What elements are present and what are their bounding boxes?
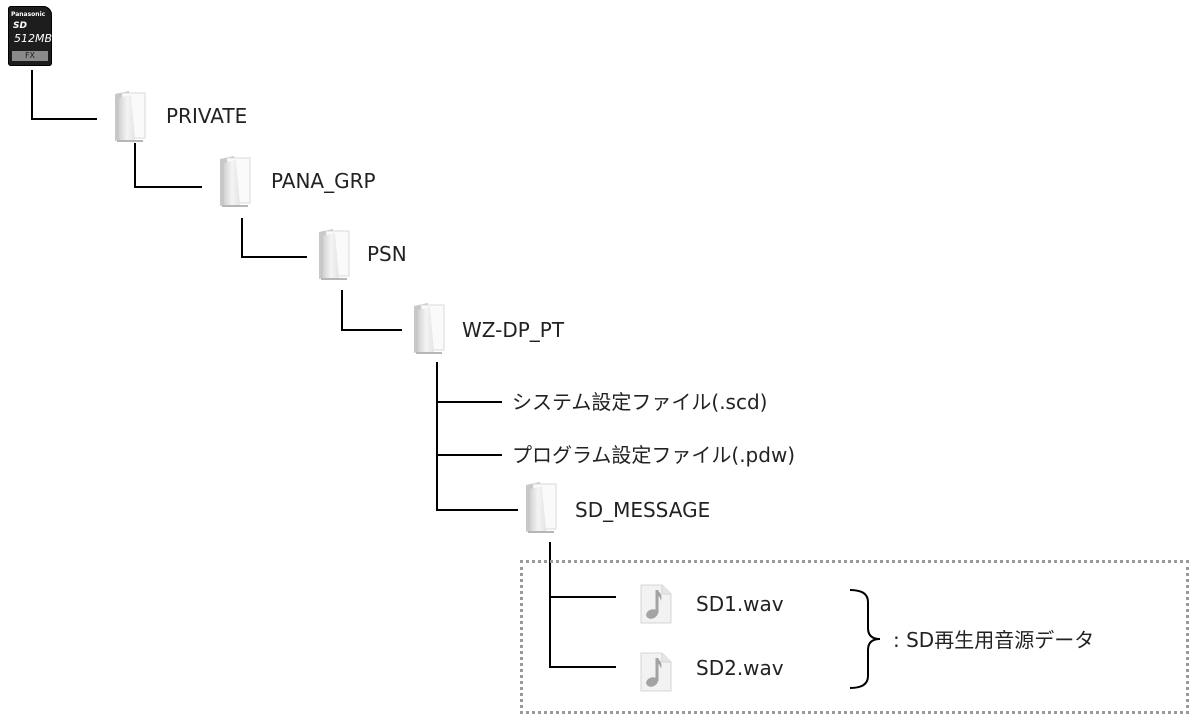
folder-label-private: PRIVATE — [166, 104, 248, 128]
wav-group-box — [520, 560, 1189, 714]
connector-root-horizontal — [31, 118, 97, 120]
music-note-file-icon — [640, 584, 672, 624]
folder-icon — [218, 155, 254, 207]
file-label-system-settings: システム設定ファイル(.scd) — [512, 390, 768, 414]
connector-root-vertical — [31, 70, 33, 120]
wav-group-note: : SD再生用音源データ — [893, 628, 1095, 652]
file-label-sd2-wav: SD2.wav — [696, 656, 784, 680]
file-label-program-settings: プログラム設定ファイル(.pdw) — [512, 443, 796, 467]
connector-private-horizontal — [134, 186, 202, 188]
sd-card-brand: Panasonic — [11, 11, 46, 18]
music-note-file-icon — [640, 652, 672, 692]
connector-pana-grp-horizontal — [241, 256, 307, 258]
connector-pdw-horizontal — [436, 454, 502, 456]
sd-card-band — [12, 51, 48, 61]
folder-label-psn: PSN — [367, 242, 407, 266]
sd-card-capacity: 512MB — [14, 32, 53, 45]
connector-private-vertical — [134, 143, 136, 188]
connector-sd-message-vertical — [549, 542, 551, 668]
connector-wz-dp-pt-vertical — [436, 362, 438, 511]
connector-psn-horizontal — [341, 329, 402, 331]
sd-card-model: FX — [24, 51, 36, 60]
sd-card-logo: SD — [13, 21, 27, 31]
folder-icon — [113, 90, 149, 142]
file-label-sd1-wav: SD1.wav — [696, 592, 784, 616]
connector-scd-horizontal — [436, 401, 502, 403]
connector-psn-vertical — [341, 290, 343, 331]
connector-sd1-horizontal — [549, 596, 616, 598]
sd-card-icon: Panasonic SD 512MB FX — [8, 6, 52, 66]
folder-icon — [412, 302, 448, 354]
folder-icon — [524, 481, 560, 533]
connector-pana-grp-vertical — [241, 218, 243, 258]
folder-label-sd-message: SD_MESSAGE — [575, 498, 711, 522]
connector-sd-message-horizontal — [436, 509, 518, 511]
folder-label-wz-dp-pt: WZ-DP_PT — [462, 318, 565, 342]
folder-label-pana-grp: PANA_GRP — [271, 169, 376, 193]
folder-icon — [317, 228, 353, 280]
brace-icon — [849, 589, 881, 689]
connector-sd2-horizontal — [549, 666, 616, 668]
